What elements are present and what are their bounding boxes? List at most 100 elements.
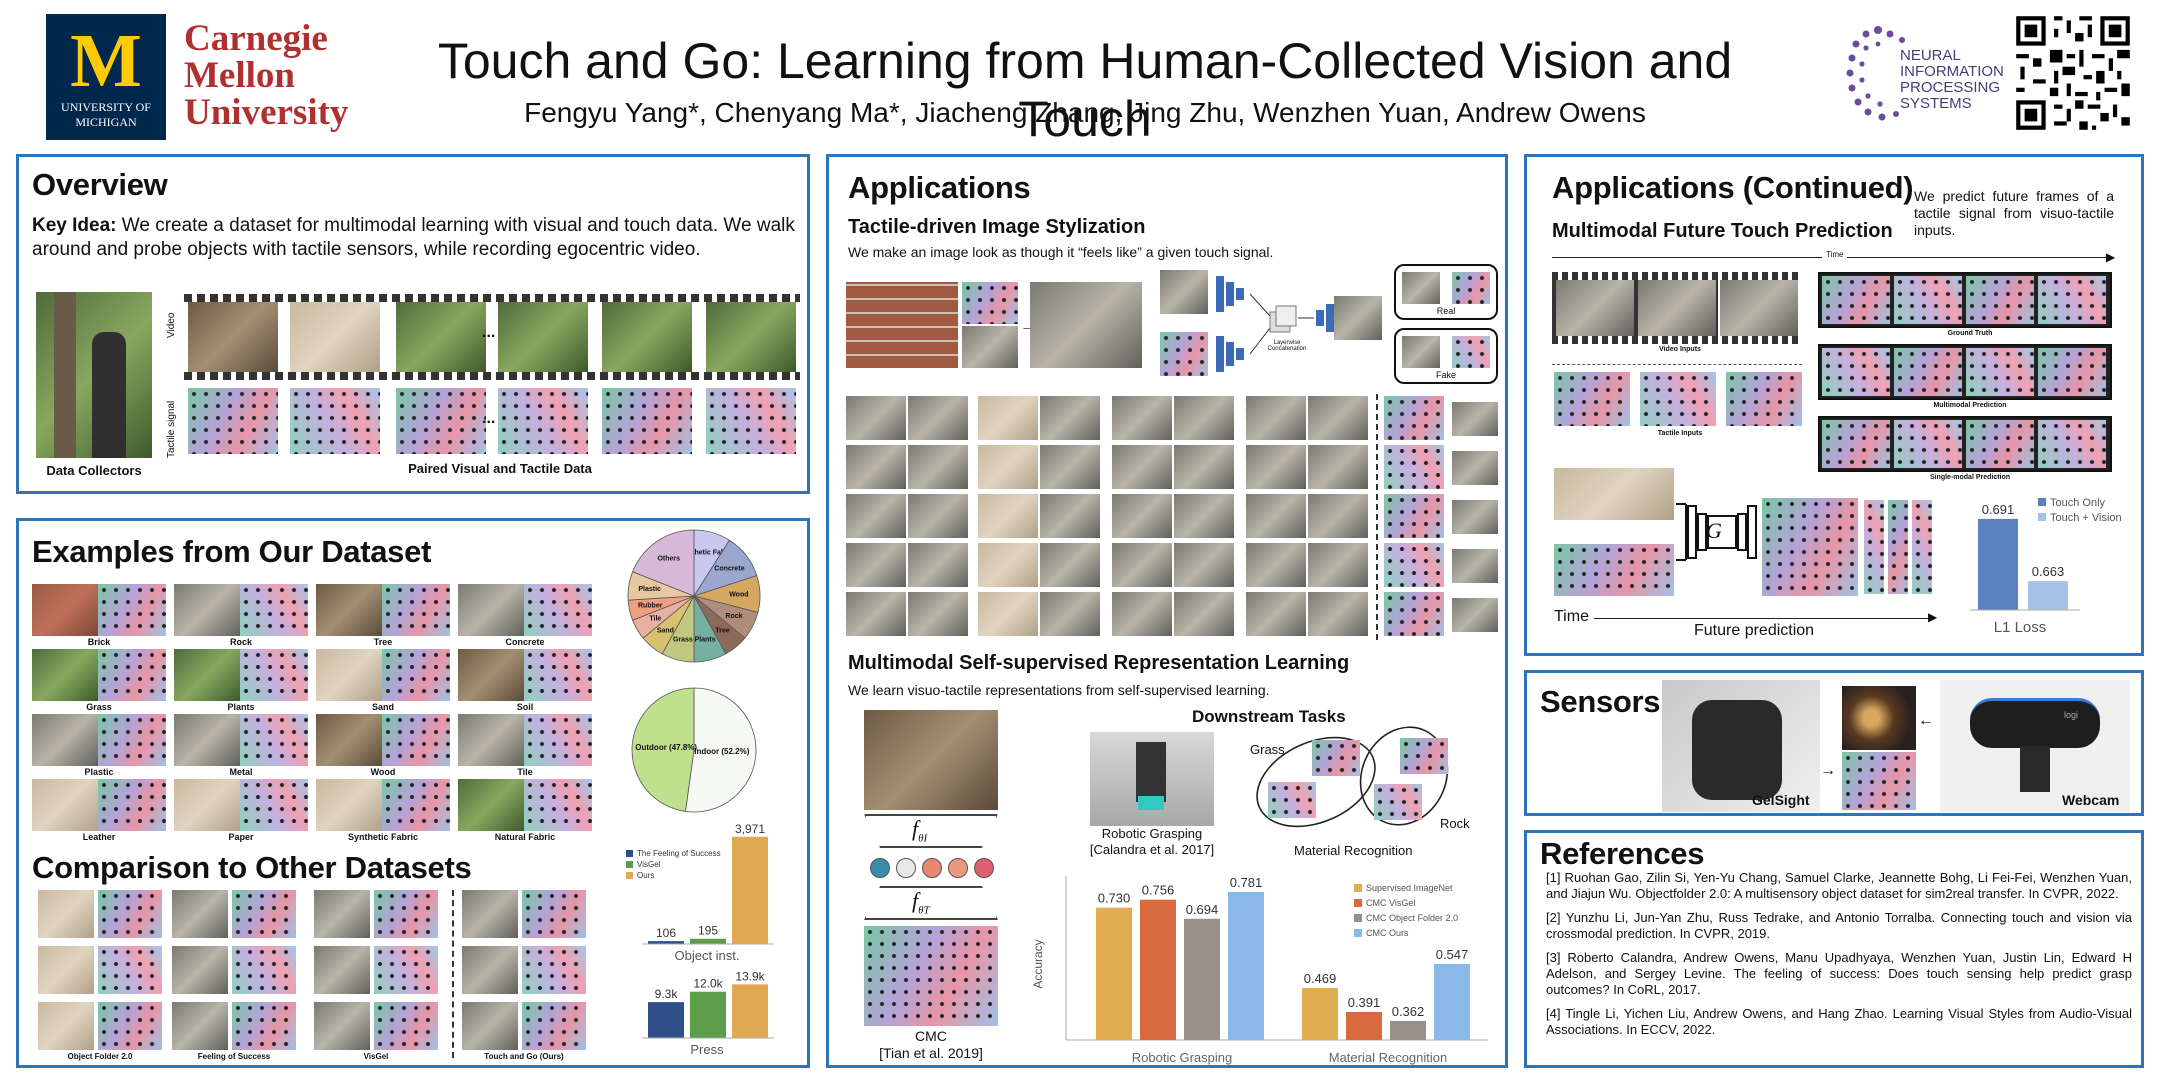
- prediction-frame: [1894, 348, 1962, 396]
- data-collectors-caption: Data Collectors: [46, 463, 142, 478]
- stylization-result: [1308, 543, 1368, 587]
- legend-label: CMC Ours: [1366, 928, 1409, 938]
- time-axis-head-icon: ▶: [2106, 250, 2116, 264]
- legend-swatch: [2038, 498, 2046, 506]
- example-photo: [32, 714, 98, 766]
- stylization-source: [1246, 494, 1306, 538]
- pie-slice: [631, 687, 695, 812]
- stylization-source: [1112, 494, 1172, 538]
- stylization-source: [1246, 445, 1306, 489]
- example-photo: [458, 584, 524, 636]
- legend-label: CMC Object Folder 2.0: [1366, 913, 1458, 923]
- example-photo: [316, 714, 382, 766]
- bar: [1140, 899, 1176, 1040]
- legend-label: Touch Only: [2050, 497, 2106, 509]
- axis-label: Press: [690, 1042, 724, 1057]
- bar: [1302, 988, 1338, 1040]
- references-title: References: [1540, 836, 1705, 871]
- key-idea-text: We create a dataset for multimodal learn…: [32, 215, 795, 260]
- stylization-material: [1452, 451, 1498, 485]
- example-label: Metal: [229, 767, 253, 777]
- generator-input-touch: [1160, 332, 1208, 376]
- grasp-caption-line-1: Robotic Grasping: [1101, 826, 1203, 841]
- legend-label: The Feeling of Success: [637, 849, 721, 858]
- bar-value-label: 12.0k: [693, 977, 723, 991]
- comparison-photo: [462, 890, 518, 938]
- pie-label: Wood: [729, 591, 748, 598]
- comparison-touch: [374, 946, 438, 994]
- stylization-source: [1112, 396, 1172, 440]
- stylization-source: [978, 494, 1038, 538]
- real-label: Real: [1436, 306, 1456, 316]
- stylization-result: [1174, 543, 1234, 587]
- stylization-source: [1246, 396, 1306, 440]
- axis-label: Object inst.: [674, 948, 739, 963]
- comparison-touch: [98, 946, 162, 994]
- bar: [648, 941, 684, 944]
- pie-label: Others: [657, 556, 680, 563]
- representation-text: We learn visuo-tactile representations f…: [848, 682, 1270, 698]
- representation-title: Multimodal Self-supervised Representatio…: [848, 652, 1350, 674]
- example-photo: [458, 649, 524, 701]
- future-frame-stack-2: [1888, 500, 1908, 594]
- bar-value-label: 195: [698, 924, 718, 938]
- pie-label: Concrete: [714, 565, 744, 572]
- pie-slice: [632, 529, 695, 597]
- stylization-result: [908, 396, 968, 440]
- f-symbol-2: f: [912, 888, 919, 913]
- example-photo: [174, 584, 240, 636]
- pie-label: Grass: [673, 636, 693, 643]
- bar: [1434, 964, 1470, 1040]
- video-filmstrip: ...: [184, 294, 800, 380]
- bar-value-label: 0.756: [1142, 883, 1175, 898]
- stylization-source: [1112, 543, 1172, 587]
- discriminator-fake-box: Fake: [1394, 328, 1498, 384]
- bar: [690, 938, 726, 944]
- example-photo: [316, 584, 382, 636]
- bar-value-label: 0.391: [1348, 995, 1381, 1010]
- model-input-touch: [1554, 544, 1674, 596]
- prediction-frame: [1966, 348, 2034, 396]
- stylization-result: [1040, 494, 1100, 538]
- gelsight-label: GelSight: [1752, 792, 1810, 808]
- pie-label: Rubber: [638, 603, 663, 610]
- example-photo: [174, 779, 240, 831]
- stylization-material: [1452, 500, 1498, 534]
- stylization-output-photo: [1030, 282, 1142, 368]
- qr-code-icon[interactable]: [2012, 12, 2134, 134]
- grass-sample-1: [1312, 740, 1360, 776]
- generator-output-image: [1334, 296, 1382, 340]
- comparison-photo: [462, 1002, 518, 1050]
- stylization-result: [1040, 396, 1100, 440]
- reference-item: [3] Roberto Calandra, Andrew Owens, Manu…: [1546, 950, 2132, 997]
- bar-value-label: 106: [656, 926, 676, 940]
- grasp-caption-line-2: [Calandra et al. 2017]: [1089, 842, 1215, 857]
- neurips-line-2: INFORMATION: [1900, 63, 2004, 80]
- example-label: Concrete: [505, 637, 545, 647]
- comparison-label: Touch and Go (Ours): [484, 1052, 564, 1061]
- example-label: Leather: [82, 832, 116, 842]
- stylization-source: [978, 592, 1038, 636]
- stylization-input-rock: [962, 326, 1018, 368]
- example-touch: [240, 649, 308, 701]
- future-video-filmstrip: [1552, 272, 1802, 344]
- sensor-tactile-image: [1842, 752, 1916, 810]
- prediction-frame: [2038, 348, 2106, 396]
- pie-label: Synthetic Fabric: [679, 550, 734, 557]
- example-label: Tree: [373, 637, 393, 647]
- future-frame-stack-3: [1912, 500, 1932, 594]
- comparison-photo: [38, 946, 94, 994]
- stylization-result: [1174, 592, 1234, 636]
- stylization-input-touch: [962, 282, 1018, 324]
- example-photo: [32, 779, 98, 831]
- gelsight-photo: [1662, 680, 1820, 812]
- stylization-touch-signal: [1384, 543, 1444, 587]
- theta-i: θI: [918, 832, 928, 845]
- comparison-touch: [522, 1002, 586, 1050]
- legend-label: Ours: [637, 871, 654, 880]
- prediction-frame: [1822, 348, 1890, 396]
- pie-label: Rock: [725, 613, 742, 620]
